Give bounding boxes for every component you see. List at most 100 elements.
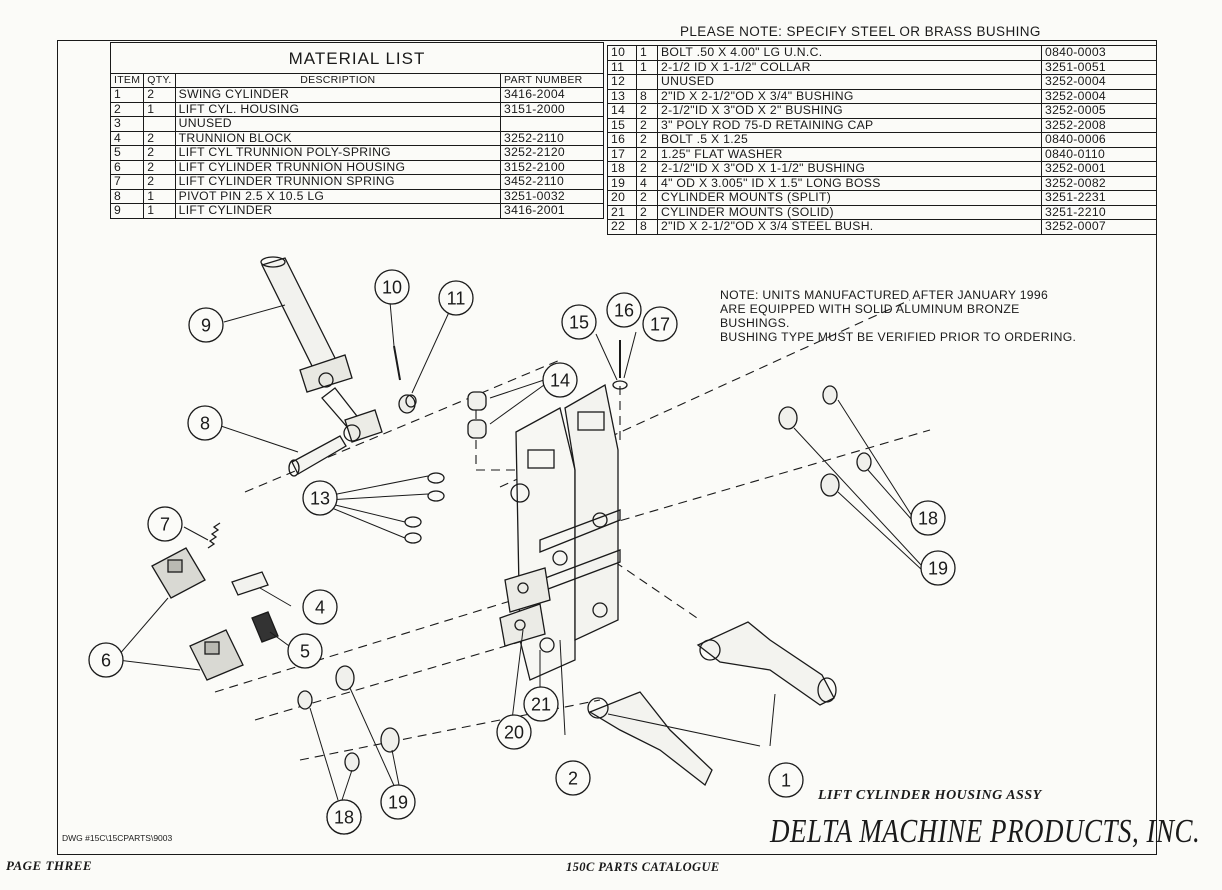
item-number: 15 [607,117,637,133]
quantity: 2 [143,130,176,146]
leader-lines [117,301,923,801]
callout-label: 10 [382,278,402,298]
quantity: 2 [143,174,176,190]
callout-16: 16 [606,292,642,328]
assembly-title: LIFT CYLINDER HOUSING ASSY [818,788,1042,803]
col-qty: QTY. [143,73,176,88]
part-number: 3252-0001 [1041,161,1157,177]
callout-4: 4 [302,589,338,625]
callout-2: 2 [555,760,591,796]
description: 1.25" FLAT WASHER [657,146,1042,162]
quantity: 1 [143,188,176,204]
callout-label: 2 [568,769,578,789]
item-number: 18 [607,161,637,177]
callout-14: 14 [542,362,578,398]
item-number: 16 [607,132,637,148]
callout-15: 15 [561,304,597,340]
callout-17: 17 [642,306,678,342]
quantity: 8 [636,219,658,235]
part-number: 3416-2001 [500,203,604,219]
item-number: 4 [109,130,145,146]
catalogue-label: 150C PARTS CATALOGUE [566,860,720,874]
description: BOLT .5 X 1.25 [657,132,1042,148]
description: CYLINDER MOUNTS (SPLIT) [657,190,1042,206]
item-number: 14 [607,103,637,119]
callout-18: 18 [910,500,946,536]
part-number: 3252-0082 [1041,175,1157,191]
callout-label: 17 [650,315,670,335]
callout-label: 14 [550,371,570,391]
part-number: 3251-0032 [500,188,604,204]
callout-label: 1 [781,771,791,791]
part-number: 3252-2008 [1041,117,1157,133]
drawing-frame [57,40,1157,855]
callout-21: 21 [523,686,559,722]
poly-spring [251,611,279,643]
description: LIFT CYLINDER [174,203,502,219]
callout-label: 19 [928,559,948,579]
part-number: 3252-2110 [500,130,604,146]
part-number: 3252-0004 [1041,88,1157,104]
description: TRUNNION BLOCK [174,130,502,146]
quantity: 2 [143,145,176,161]
callout-19: 19 [920,550,956,586]
description: PIVOT PIN 2.5 X 10.5 LG [174,188,502,204]
callout-18: 18 [326,799,362,835]
callout-label: 4 [315,598,325,618]
col-description: DESCRIPTION [174,73,502,88]
description: 2"ID X 2-1/2"OD X 3/4 STEEL BUSH. [657,219,1042,235]
item-number: 8 [109,188,145,204]
callout-19: 19 [380,784,416,820]
material-list-header: ITEM QTY. DESCRIPTION PART NUMBER [109,73,604,88]
callout-label: 18 [334,808,354,828]
bushings-left [297,665,400,772]
collar [398,394,417,414]
part-number: 3416-2004 [500,87,604,103]
col-part-number: PART NUMBER [500,73,604,88]
bushings-14 [467,391,487,439]
quantity: 2 [143,159,176,175]
description: LIFT CYLINDER TRUNNION HOUSING [174,159,502,175]
item-number: 7 [109,174,145,190]
callout-label: 8 [200,414,210,434]
page-label: PAGE THREE [6,858,93,873]
material-list-title-row: MATERIAL LIST [110,42,604,74]
callout-label: 13 [310,489,330,509]
part-number: 3251-2210 [1041,204,1157,220]
description: BOLT .50 X 4.00" LG U.N.C. [657,45,1042,61]
note-line: BUSHINGS. [720,316,790,330]
callout-label: 18 [918,509,938,529]
trunnion-housings [151,547,244,681]
please-note: PLEASE NOTE: SPECIFY STEEL OR BRASS BUSH… [680,24,1041,39]
callout-label: 20 [504,723,524,743]
part-number: 0840-0006 [1041,132,1157,148]
description: CYLINDER MOUNTS (SOLID) [657,204,1042,220]
description: 2-1/2"ID X 3"OD X 2" BUSHING [657,103,1042,119]
quantity [143,116,176,132]
callout-11: 11 [438,280,474,316]
callout-label: 5 [300,642,310,662]
item-number: 5 [109,145,145,161]
part-number: 3151-2000 [500,101,604,117]
callout-label: 19 [388,793,408,813]
part-number: 3452-2110 [500,174,604,190]
material-list-left: MATERIAL LIST ITEM QTY. DESCRIPTION PART… [109,42,604,219]
callout-10: 10 [374,269,410,305]
callout-7: 7 [147,506,183,542]
description: 3" POLY ROD 75-D RETAINING CAP [657,117,1042,133]
description: SWING CYLINDER [174,87,502,103]
company-name: DELTA MACHINE PRODUCTS, INC. [770,812,1201,850]
callout-label: 16 [614,301,634,321]
